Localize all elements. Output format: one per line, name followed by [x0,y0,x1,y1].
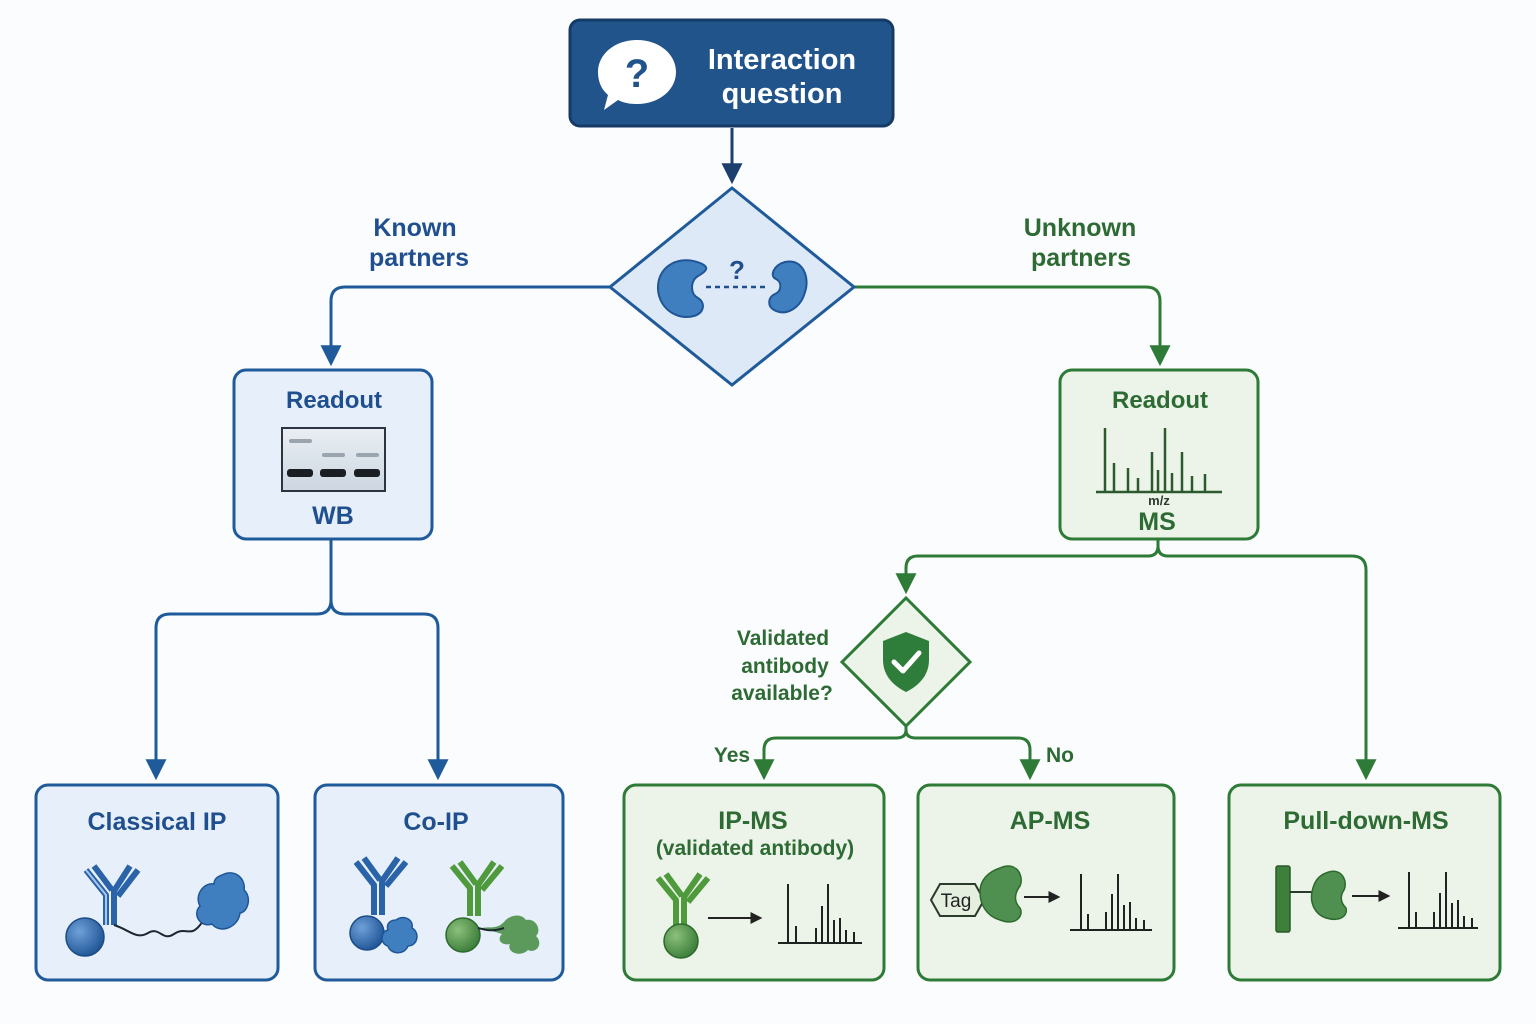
unknown-label-line1: Unknown [1024,214,1137,242]
western-blot-icon [281,427,386,492]
unknown-branch-arrow [854,285,1171,367]
known-label-line1: Known [373,214,456,242]
green-antibody-bead-icon [655,872,711,959]
ap-ms-node: AP-MS Tag [916,783,1176,982]
svg-text:?: ? [625,52,649,96]
readout-wb-title: Readout [286,387,382,414]
blue-antibody-complex-icon [349,856,418,954]
ms-axis-label: m/z [1148,493,1170,508]
ap-ms-title: AP-MS [1010,807,1091,835]
question-bubble-icon: ? [598,40,676,110]
pulldown-ms-title: Pull-down-MS [1283,807,1448,835]
mass-spectrum-icon [1096,428,1222,494]
readout-ms-node: Readout m/z MS [1058,368,1260,541]
ip-ms-node: IP-MS (validated antibody) [622,783,886,982]
wb-to-co-ip-arrow [329,599,449,781]
antibody-question-line3: available? [731,682,833,705]
readout-ms-title: Readout [1112,387,1208,414]
pulldown-ms-node: Pull-down-MS [1227,783,1502,982]
ip-ms-subtitle: (validated antibody) [656,837,854,860]
readout-ms-label: MS [1138,508,1176,536]
antibody-question-line1: Validated [737,627,829,650]
readout-wb-label: WB [312,502,354,530]
root-title-line2: question [722,78,843,110]
no-label: No [1046,744,1074,767]
tag-icon: Tag [929,883,986,917]
ms-to-pulldown-arrow [1156,545,1377,781]
decision-node: ? [607,186,857,387]
co-ip-node: Co-IP [313,783,565,982]
root-node: ? Interaction question [568,18,895,128]
bait-protein-icon [979,865,1022,923]
connectors [145,128,1377,781]
ip-ms-spectrum-icon [778,884,862,944]
yes-arrow [753,726,908,781]
known-label-line2: partners [369,244,469,272]
ms-to-antibody-arrow [895,540,1160,595]
pulldown-spectrum-icon [1398,872,1478,929]
known-branch-arrow [320,285,610,367]
antibody-decision-node [839,595,973,729]
resin-bait-icon [1275,865,1348,933]
antibody-question-line2: antibody [741,655,829,678]
classical-ip-node: Classical IP [34,783,280,982]
wb-to-classical-ip-arrow [145,599,333,781]
ip-ms-title: IP-MS [718,807,787,835]
decision-question-mark: ? [729,255,745,285]
co-ip-title: Co-IP [403,808,468,836]
shield-check-icon [883,632,929,692]
green-antibody-complex-icon [445,860,540,954]
target-protein-icon [196,872,250,930]
ap-ms-spectrum-icon [1070,874,1152,931]
yes-label: Yes [714,744,750,767]
antibody-bead-icon [65,864,213,957]
no-arrow [904,729,1041,781]
ap-ms-tag-label: Tag [941,891,972,912]
unknown-label-line2: partners [1031,244,1131,272]
classical-ip-title: Classical IP [88,808,227,836]
root-title-line1: Interaction [708,44,856,76]
protein-interaction-icon: ? [656,255,808,319]
readout-wb-node: Readout WB [232,368,434,541]
